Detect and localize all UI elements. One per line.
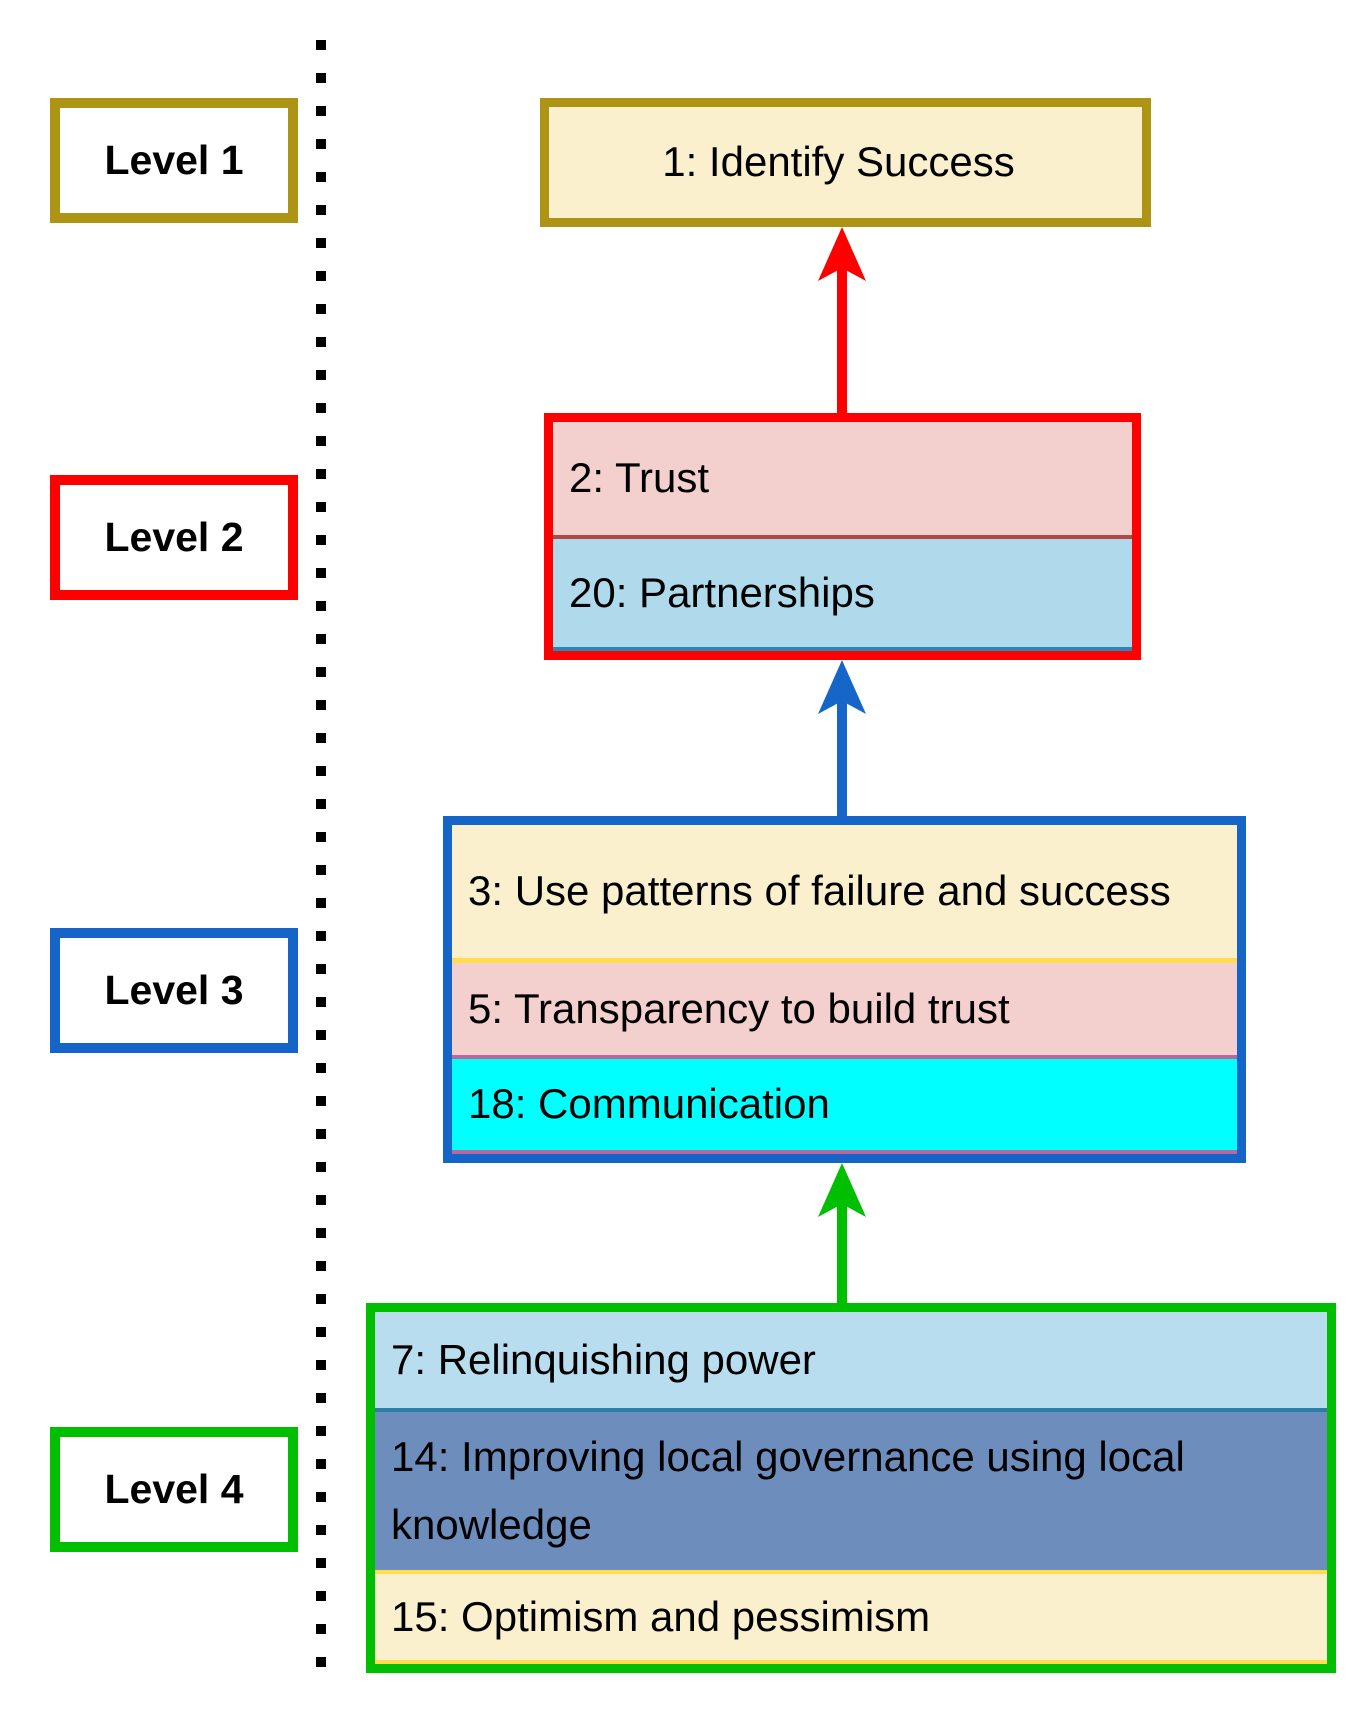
node-local-governance: 14: Improving local governance using loc… bbox=[375, 1412, 1327, 1570]
level-1-label-box: Level 1 bbox=[50, 98, 298, 223]
level-4-label: Level 4 bbox=[104, 1466, 244, 1512]
level-2-label: Level 2 bbox=[104, 514, 244, 560]
arrow-level4-to-level3 bbox=[818, 1163, 866, 1303]
level-4-label-box: Level 4 bbox=[50, 1427, 298, 1552]
level-2-group-box: 2: Trust 20: Partnerships bbox=[544, 413, 1141, 660]
node-relinquishing-power: 7: Relinquishing power bbox=[375, 1312, 1327, 1412]
level-3-group-box: 3: Use patterns of failure and success 5… bbox=[443, 816, 1246, 1163]
node-optimism-pessimism: 15: Optimism and pessimism bbox=[375, 1570, 1327, 1664]
arrow-level2-to-level1 bbox=[818, 227, 866, 413]
level-1-label: Level 1 bbox=[104, 137, 244, 183]
dotted-separator-line bbox=[316, 40, 326, 1690]
level-2-label-box: Level 2 bbox=[50, 475, 298, 600]
node-trust: 2: Trust bbox=[553, 422, 1132, 539]
node-transparency: 5: Transparency to build trust bbox=[452, 963, 1237, 1059]
level-3-label-box: Level 3 bbox=[50, 928, 298, 1053]
node-partnerships: 20: Partnerships bbox=[553, 539, 1132, 651]
node-communication: 18: Communication bbox=[452, 1059, 1237, 1154]
level-4-group-box: 7: Relinquishing power 14: Improving loc… bbox=[366, 1303, 1336, 1673]
arrow-level3-to-level2 bbox=[818, 660, 866, 816]
node-identify-success: 1: Identify Success bbox=[549, 107, 1142, 218]
level-1-group-box: 1: Identify Success bbox=[540, 98, 1151, 227]
node-use-patterns: 3: Use patterns of failure and success bbox=[452, 825, 1237, 963]
level-3-label: Level 3 bbox=[104, 967, 244, 1013]
